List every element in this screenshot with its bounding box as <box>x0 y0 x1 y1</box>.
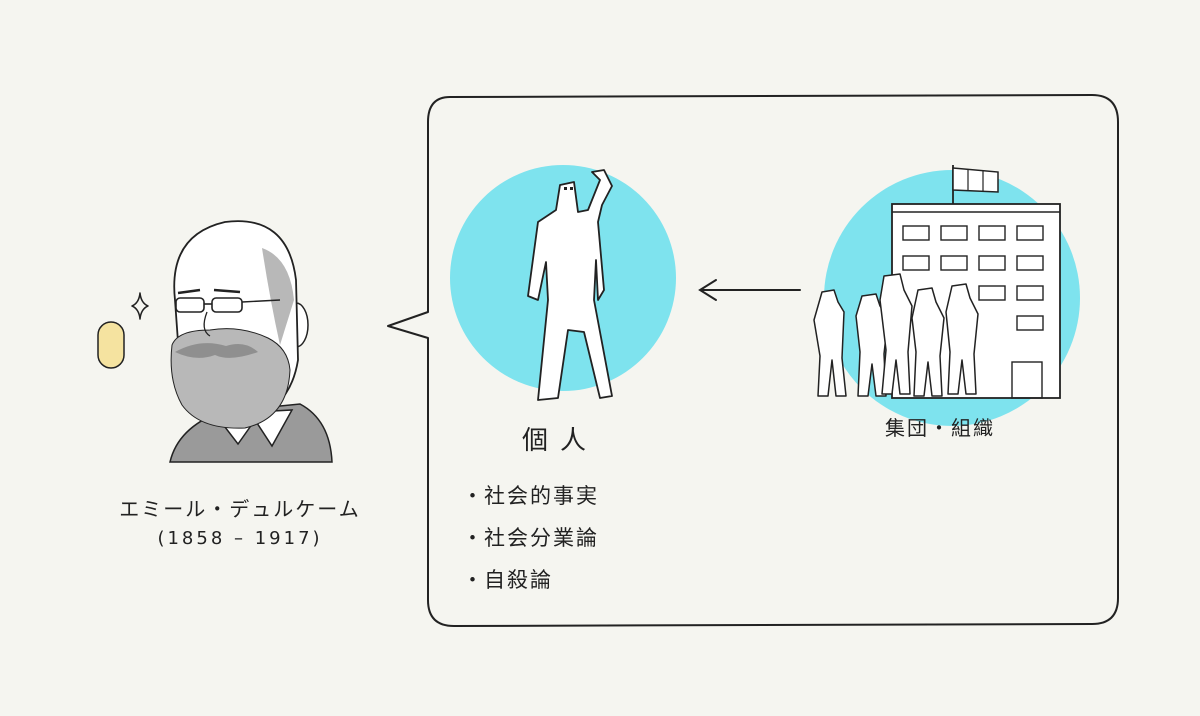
person-years: (1858 – 1917) <box>157 528 323 549</box>
individual-label: 個人 <box>521 426 598 456</box>
work-title: 社会的事実 <box>484 484 599 508</box>
durkheim-portrait <box>169 220 333 463</box>
works-list: ・社会的事実 ・社会分業論 ・自殺論 <box>462 478 599 604</box>
work-title: 自殺論 <box>484 568 553 592</box>
work-title: 社会分業論 <box>484 526 599 550</box>
bullet-icon: ・ <box>462 526 485 550</box>
list-item: ・社会的事実 <box>462 478 599 520</box>
group-label: 集団・組織 <box>885 416 995 440</box>
flag-icon <box>952 165 999 204</box>
bullet-icon: ・ <box>462 484 485 508</box>
list-item: ・社会分業論 <box>462 520 599 562</box>
influence-arrow <box>698 279 801 301</box>
group-people <box>813 273 979 397</box>
person-name: エミール・デュルケーム <box>119 497 361 521</box>
highlight-mark <box>97 321 125 369</box>
bullet-icon: ・ <box>462 568 485 592</box>
speech-bubble <box>387 94 1119 627</box>
list-item: ・自殺論 <box>462 562 599 604</box>
individual-figure <box>527 169 613 401</box>
sparkle-icon <box>131 292 149 320</box>
